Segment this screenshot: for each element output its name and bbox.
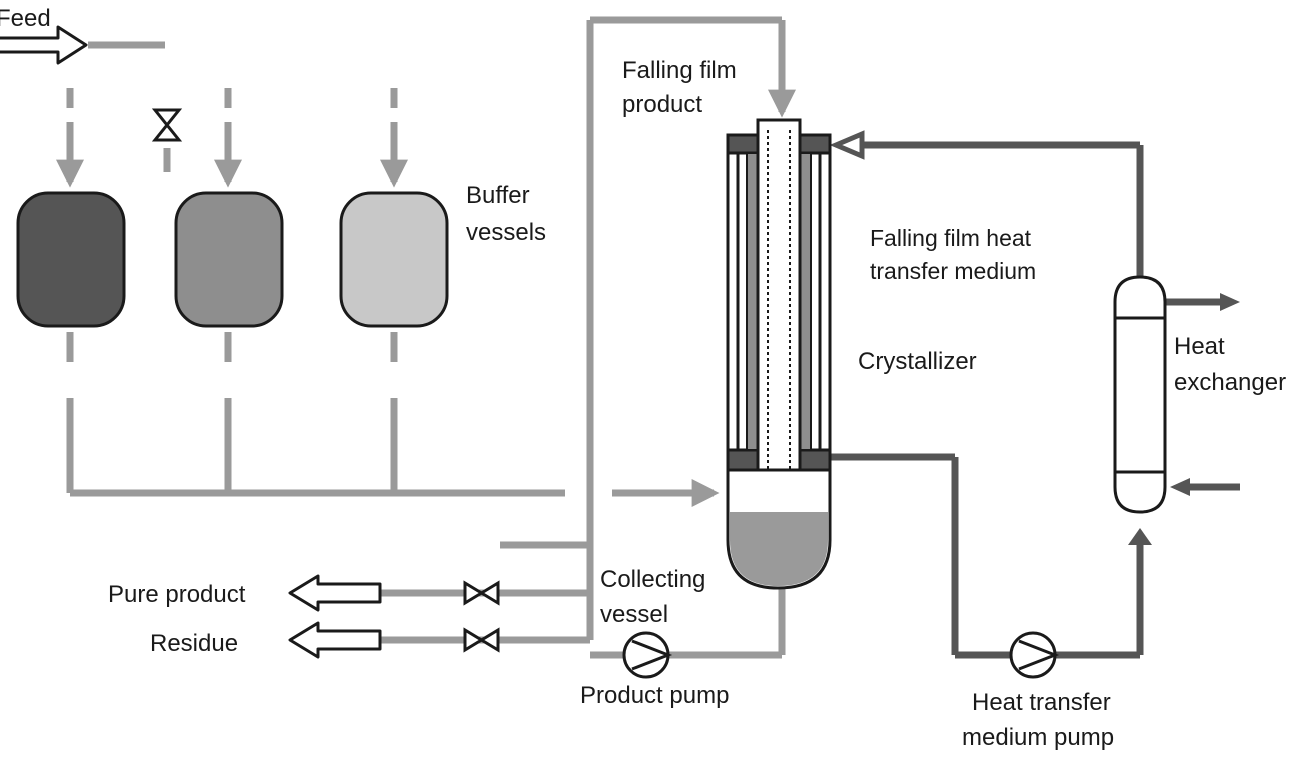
crystallizer-tube xyxy=(756,118,802,472)
pure-product-label: Pure product xyxy=(108,581,246,608)
falling-film-product-label-1: Falling film xyxy=(622,57,737,84)
heat-transfer-medium-pump-label-2: medium pump xyxy=(962,724,1114,751)
crystallizer-label: Crystallizer xyxy=(858,348,977,375)
heat-transfer-medium-label-1: Falling film heat xyxy=(870,225,1032,251)
pure-product-arrow-icon xyxy=(288,574,382,612)
falling-film-product-label-2: product xyxy=(622,91,702,118)
buffer-vessel-mid xyxy=(174,191,284,328)
product-pump-label: Product pump xyxy=(580,682,729,709)
buffer-vessel-dark xyxy=(16,191,126,328)
heat-exchanger-label-1: Heat xyxy=(1174,333,1225,360)
heat-exchanger-label-2: exchanger xyxy=(1174,369,1286,396)
residue-arrow-icon xyxy=(288,621,382,659)
pure-product-valve-icon xyxy=(463,580,500,606)
collecting-vessel-label-2: vessel xyxy=(600,601,668,628)
product-pump-icon xyxy=(622,631,673,679)
buffer-vessels-label-2: vessels xyxy=(466,219,546,246)
feed-arrow-icon xyxy=(0,25,88,65)
heat-medium-piping xyxy=(830,141,1240,659)
feed-label: Feed xyxy=(0,5,51,32)
product-piping xyxy=(56,16,796,659)
heat-exchanger xyxy=(1113,275,1167,514)
crystallizer xyxy=(726,118,832,590)
residue-label: Residue xyxy=(150,630,238,657)
feed-valve-icon xyxy=(151,108,183,142)
collecting-vessel-liquid xyxy=(730,512,828,586)
buffer-vessels-label-1: Buffer xyxy=(466,182,530,209)
heat-medium-up-arrowhead xyxy=(1128,528,1152,545)
heat-transfer-medium-label-2: transfer medium xyxy=(870,258,1036,284)
heat-medium-inlet-arrowhead xyxy=(829,130,865,160)
heat-transfer-medium-pump-icon xyxy=(1009,631,1060,679)
buffer-vessel-light xyxy=(339,191,449,328)
heat-transfer-medium-pump-label-1: Heat transfer xyxy=(972,689,1111,716)
collecting-vessel-label-1: Collecting xyxy=(600,566,705,593)
heat-exchanger-outlet-arrowhead xyxy=(1220,293,1240,311)
residue-valve-icon xyxy=(463,627,500,653)
heat-exchanger-inlet-arrowhead xyxy=(1170,478,1190,496)
